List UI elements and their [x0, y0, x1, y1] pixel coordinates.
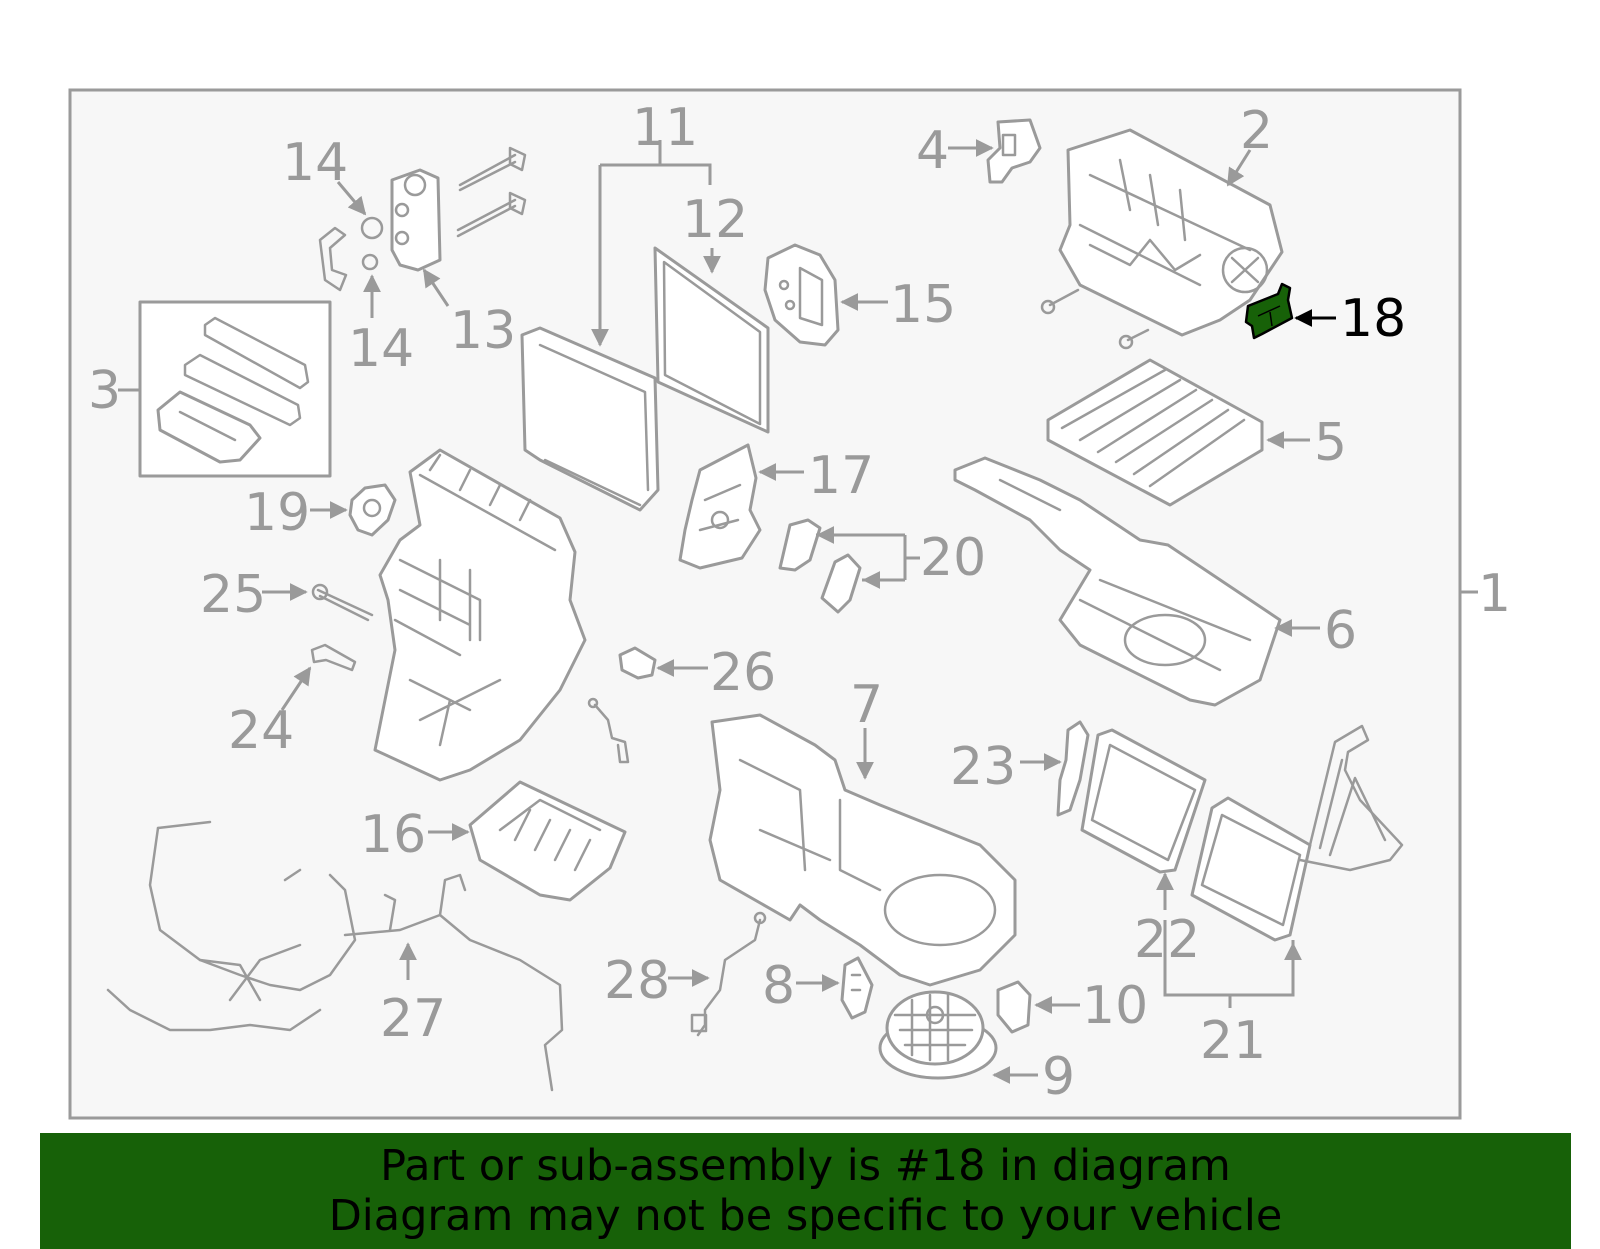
- part-16-duct[interactable]: [468, 780, 627, 902]
- callout-17: 17: [808, 446, 874, 506]
- part-10-clip[interactable]: [996, 980, 1032, 1034]
- callout-6: 6: [1324, 601, 1357, 661]
- callout-13: 13: [450, 301, 516, 361]
- parts-diagram: 1 2 3 4 5 6 7 8 9 10 11 12 13 14 14 15 1…: [68, 88, 1511, 1120]
- callout-1: 1: [1478, 564, 1511, 624]
- callout-18-highlighted: 18: [1340, 289, 1406, 349]
- part-2-upper-case[interactable]: [1058, 128, 1284, 337]
- heater-housing[interactable]: [373, 448, 587, 782]
- callout-26: 26: [710, 643, 776, 703]
- callout-22: 22: [1134, 910, 1200, 970]
- part-5-cover[interactable]: [1046, 358, 1264, 507]
- part-9-blower-motor[interactable]: [878, 990, 998, 1080]
- callout-4: 4: [916, 121, 949, 181]
- callout-25: 25: [200, 565, 266, 625]
- part-25-sensor[interactable]: [311, 583, 374, 622]
- part-24-sensor[interactable]: [310, 643, 357, 672]
- part-6-lower-case[interactable]: [953, 456, 1282, 707]
- callout-10: 10: [1082, 976, 1148, 1036]
- bolt-pair-13: [456, 146, 527, 238]
- callout-27: 27: [380, 989, 446, 1049]
- callout-15: 15: [890, 275, 956, 335]
- callout-16: 16: [360, 805, 426, 865]
- part-26-sensor[interactable]: [618, 646, 657, 680]
- part-28-sensor[interactable]: [690, 911, 767, 1037]
- part-19-actuator[interactable]: [348, 483, 397, 537]
- callout-labels: 1 2 3 4 5 6 7 8 9 10 11 12 13 14 14 15 1…: [88, 98, 1511, 1107]
- part-12-seal[interactable]: [653, 246, 770, 434]
- callout-11: 11: [632, 98, 698, 158]
- banner-line-1: Part or sub-assembly is #18 in diagram: [380, 1141, 1231, 1191]
- bolt-pair-2: [1040, 288, 1150, 350]
- part-20-actuator-links[interactable]: [778, 518, 862, 614]
- sensor-wire: [587, 697, 630, 764]
- part-21-heater-core-pipes[interactable]: [1190, 724, 1404, 942]
- callout-20: 20: [920, 528, 986, 588]
- callout-14-top: 14: [282, 133, 348, 193]
- callout-24: 24: [228, 701, 294, 761]
- part-8-resistor[interactable]: [840, 956, 874, 1020]
- part-27-wiring-harness[interactable]: [106, 820, 564, 1092]
- callout-5: 5: [1314, 413, 1347, 473]
- part-17-door[interactable]: [678, 443, 762, 570]
- callout-23: 23: [950, 737, 1016, 797]
- bracket-14: [318, 226, 348, 292]
- callout-19: 19: [244, 483, 310, 543]
- part-13-expansion-valve[interactable]: [390, 168, 442, 272]
- callout-12: 12: [682, 190, 748, 250]
- part-15-cover[interactable]: [763, 243, 840, 347]
- part-11-evaporator[interactable]: [520, 326, 660, 512]
- callout-21: 21: [1200, 1011, 1266, 1071]
- callout-28: 28: [604, 951, 670, 1011]
- banner-line-2: Diagram may not be specific to your vehi…: [328, 1191, 1283, 1241]
- part-14-orings[interactable]: [360, 216, 384, 271]
- part-4-bracket[interactable]: [986, 118, 1042, 184]
- callout-7: 7: [850, 675, 883, 735]
- part-7-lower-housing[interactable]: [708, 713, 1017, 987]
- callout-8: 8: [762, 956, 795, 1016]
- part-18-highlighted[interactable]: [1244, 282, 1294, 340]
- info-banner: Part or sub-assembly is #18 in diagram D…: [40, 1133, 1571, 1249]
- callout-14-bottom: 14: [348, 319, 414, 379]
- part-23-bracket[interactable]: [1056, 720, 1090, 817]
- callout-3: 3: [88, 361, 121, 421]
- part-22-heater-core[interactable]: [1080, 728, 1207, 874]
- callout-2: 2: [1240, 101, 1273, 161]
- part-3-seal-kit[interactable]: [138, 300, 332, 478]
- callout-9: 9: [1042, 1047, 1075, 1107]
